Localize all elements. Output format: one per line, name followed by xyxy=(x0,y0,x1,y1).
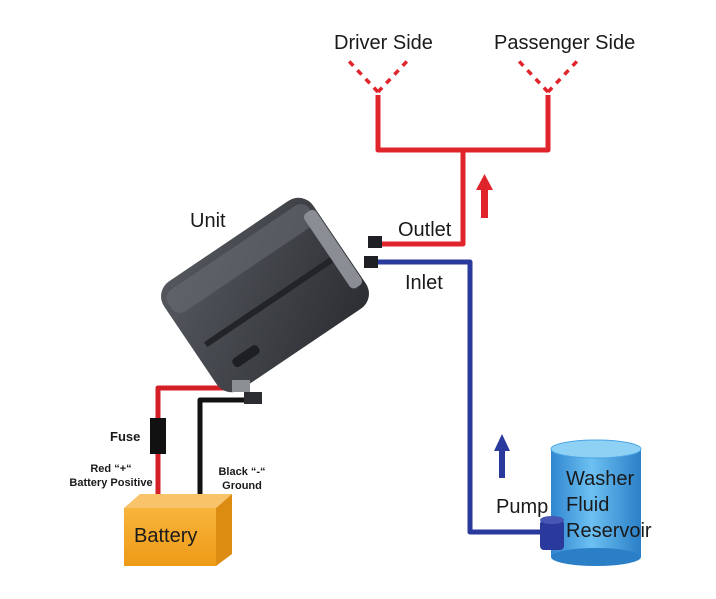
inlet-hose xyxy=(372,259,545,535)
inlet-flow-arrow-icon xyxy=(494,434,510,478)
pump-label: Pump xyxy=(496,496,549,518)
passenger-side-label: Passenger Side xyxy=(494,32,636,54)
ground-wire-label-line2: Ground xyxy=(222,480,262,492)
passenger-side-spray-icon xyxy=(514,56,582,94)
positive-wire-label: Red “+“ Battery Positive xyxy=(58,462,164,490)
outlet-flow-arrow-icon xyxy=(476,174,493,218)
ground-wire-label: Black “-“ Ground xyxy=(212,465,272,493)
reservoir-label-line3: Reservoir xyxy=(566,520,652,542)
pump-icon xyxy=(540,516,564,550)
outlet-hose xyxy=(375,95,551,247)
reservoir-label-line2: Fluid xyxy=(566,494,610,516)
fuse-label: Fuse xyxy=(110,429,141,444)
reservoir-label-line1: Washer xyxy=(566,468,635,490)
positive-wire xyxy=(155,385,242,498)
driver-side-label: Driver Side xyxy=(334,32,433,54)
washer-unit-body xyxy=(161,197,382,404)
positive-wire-label-line2: Battery Positive xyxy=(69,477,153,489)
inlet-label: Inlet xyxy=(405,272,443,294)
driver-side-spray-icon xyxy=(344,56,412,94)
ground-wire-label-line1: Black “-“ xyxy=(218,466,266,478)
positive-wire-label-line1: Red “+“ xyxy=(90,463,132,475)
outlet-label: Outlet xyxy=(398,219,452,241)
washer-fluid-reservoir xyxy=(550,439,642,566)
unit-label: Unit xyxy=(190,210,226,232)
fuse-icon xyxy=(150,418,166,454)
battery-label: Battery xyxy=(134,525,198,547)
ground-wire xyxy=(197,397,250,498)
reservoir-label: Washer Fluid Reservoir xyxy=(566,466,652,544)
battery-icon xyxy=(124,494,232,566)
